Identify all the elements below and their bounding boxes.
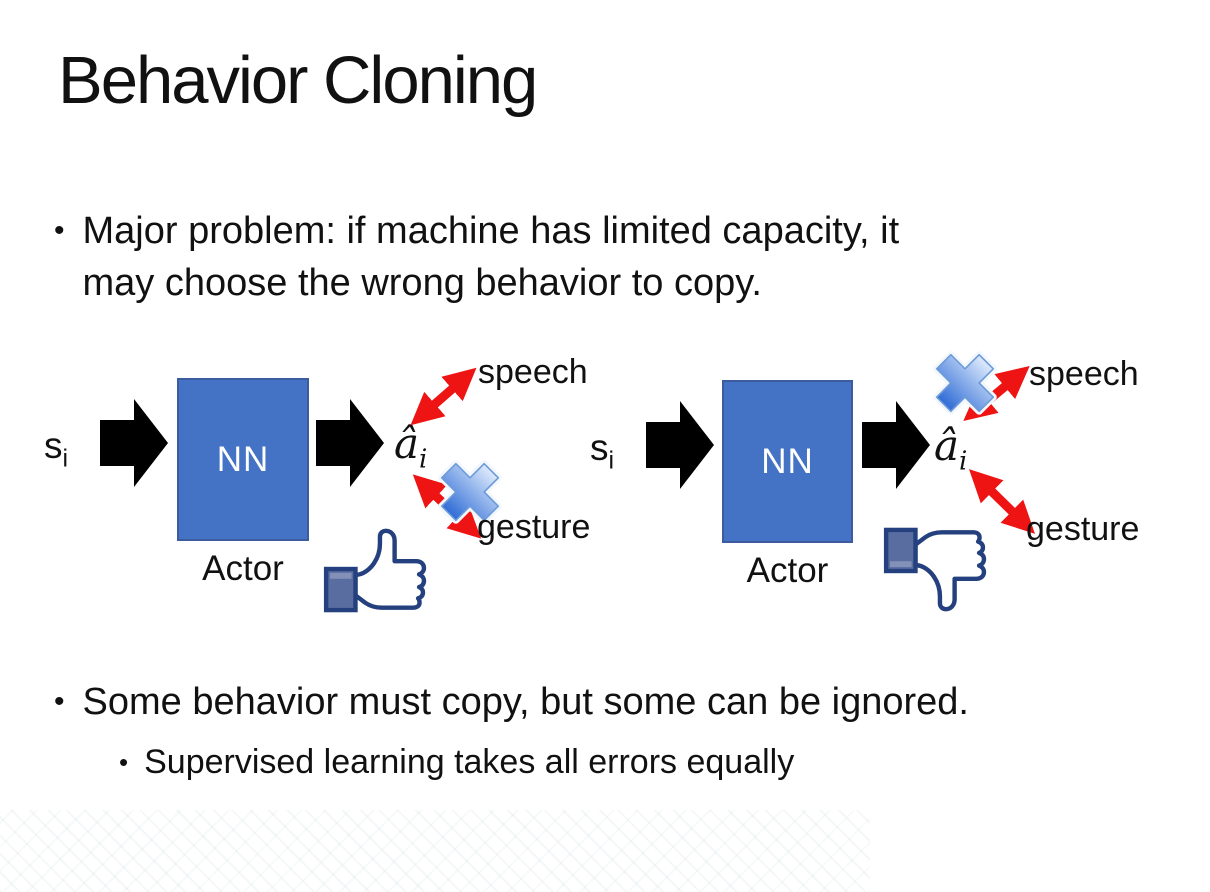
- cross-out-icon: [933, 351, 997, 415]
- watermark-pattern: [0, 810, 870, 892]
- thumbs-up-icon: [323, 528, 427, 613]
- cross-out-icon: [438, 460, 502, 524]
- thumbs-down-icon: [883, 527, 987, 612]
- bullet-major-problem: • Major problem: if machine has limited …: [54, 205, 899, 309]
- bullet-dot: •: [54, 685, 65, 718]
- bullet-dot: •: [54, 214, 65, 247]
- gesture-label: gesture: [1026, 510, 1140, 548]
- input-state-label-right: si: [590, 427, 615, 475]
- speech-arrow-icon: [410, 367, 477, 426]
- bullet-supervised-learning: • Supervised learning takes all errors e…: [119, 739, 794, 785]
- branch-arrows-right: [933, 351, 1036, 534]
- actor-caption-left: Actor: [202, 549, 284, 588]
- flow-arrow-icon: [646, 401, 714, 489]
- flow-arrow-icon: [100, 399, 168, 487]
- nn-label: NN: [761, 441, 814, 481]
- branch-arrows-left: [410, 367, 502, 539]
- output-action-label-left: âi: [394, 419, 428, 475]
- bullet-text: Supervised learning takes all errors equ…: [144, 743, 795, 781]
- bullet-text: Major problem: if machine has limited ca…: [82, 210, 900, 304]
- nn-box-left: NN: [177, 378, 309, 541]
- bullet-text: Some behavior must copy, but some can be…: [82, 681, 969, 723]
- flow-arrow-icon: [862, 401, 930, 489]
- output-action-label-right: âi: [934, 421, 968, 477]
- gesture-label: gesture: [477, 508, 591, 546]
- speech-label: speech: [1029, 355, 1139, 393]
- gesture-arrow-icon: [968, 469, 1036, 534]
- flow-arrow-icon: [316, 399, 384, 487]
- actor-caption-right: Actor: [746, 551, 829, 590]
- nn-box-right: NN: [722, 380, 853, 543]
- bullet-dot: •: [119, 747, 129, 777]
- speech-label: speech: [478, 353, 588, 391]
- bullet-some-behavior: • Some behavior must copy, but some can …: [54, 676, 969, 728]
- page-title: Behavior Cloning: [58, 43, 538, 118]
- input-state-label-left: si: [44, 425, 69, 473]
- nn-label: NN: [216, 439, 270, 479]
